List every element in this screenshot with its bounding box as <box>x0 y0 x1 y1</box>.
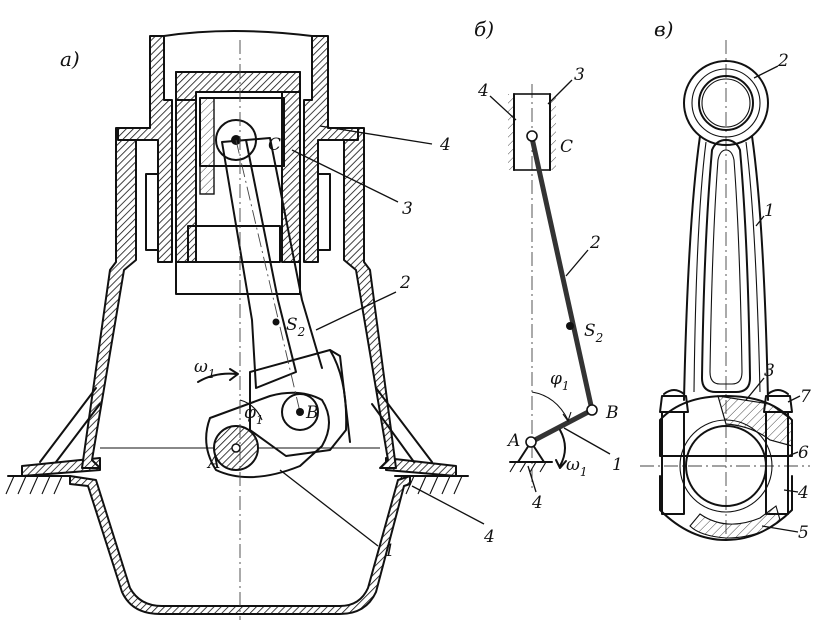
label-1-a: 1 <box>384 541 395 561</box>
label-omega1-a: ω1 <box>194 357 216 381</box>
leader-1-b <box>563 427 611 455</box>
guide-body <box>175 261 301 295</box>
leader-3-b <box>547 79 573 105</box>
guide-block <box>187 225 281 263</box>
panel-b-kinematic-scheme: б) 4 3 C 2 S2 φ1 B A ω1 1 4 <box>474 17 623 513</box>
joint-C-b <box>526 130 538 142</box>
link-2-b <box>529 135 595 413</box>
guide-hatch-left-b <box>508 94 514 170</box>
label-1-c: 1 <box>764 201 775 221</box>
label-C-a: C <box>268 135 281 155</box>
angle-phi1-arc-a <box>239 399 263 421</box>
jacket-cavity-left <box>145 173 159 251</box>
leader-2-a <box>315 291 397 331</box>
strut-right <box>371 387 433 463</box>
point-B-a <box>296 408 304 416</box>
bolt-left <box>659 389 689 515</box>
label-3-c: 3 <box>764 361 775 381</box>
label-2-c: 2 <box>777 51 789 71</box>
leader-4-c <box>783 489 799 493</box>
panel-c-connecting-rod: в) 2 1 3 7 6 4 5 <box>640 17 811 543</box>
label-S2-b: S2 <box>584 321 603 345</box>
label-phi1-a: φ1 <box>244 403 264 427</box>
leader-3-a <box>291 149 399 203</box>
label-C-b: C <box>560 137 573 157</box>
pin-B-circle <box>281 393 319 431</box>
rod-shank-slot <box>701 139 751 393</box>
label-B-b: B <box>605 403 619 423</box>
leader-1-c <box>755 215 765 227</box>
label-2-b: 2 <box>589 233 601 253</box>
leader-2-c <box>753 65 779 79</box>
panel-a-engine-section: а) C S2 B A φ1 ω1 3 2 1 4 4 <box>5 30 495 620</box>
leader-4-top-a <box>319 125 433 145</box>
point-S2-a <box>272 318 280 326</box>
leader-4-bottom-a <box>411 485 485 525</box>
label-phi1-b: φ1 <box>550 369 570 393</box>
cylinder-head <box>175 71 301 101</box>
label-4-bottom-b: 4 <box>531 493 543 513</box>
axis-rod-a <box>235 139 301 413</box>
label-B-a: B <box>305 403 319 423</box>
oil-pan <box>69 475 411 615</box>
leader-7-c <box>787 395 801 403</box>
label-3-b: 3 <box>574 65 585 85</box>
leader-6-c <box>787 451 799 457</box>
guide-hatch-right-b <box>550 94 556 170</box>
leader-2-b <box>565 249 589 277</box>
top-break-line <box>163 30 313 37</box>
panel-b-tag: б) <box>474 17 494 41</box>
label-1-b: 1 <box>612 455 623 475</box>
leader-5-c <box>761 525 799 533</box>
ground-hatch-left <box>5 475 71 495</box>
panel-c-tag: в) <box>654 17 673 41</box>
crankcase-wall-right <box>343 127 397 469</box>
omega1-arrow-b <box>559 429 566 467</box>
point-S2-b <box>566 322 574 330</box>
label-6-c: 6 <box>798 443 809 463</box>
joint-B-b <box>586 404 598 416</box>
point-A-a <box>231 443 241 453</box>
label-A-b: A <box>506 431 520 451</box>
slider-3-hatch <box>199 97 215 195</box>
label-A-a: A <box>206 453 220 473</box>
big-end-bore <box>685 425 767 507</box>
label-5-c: 5 <box>798 523 809 543</box>
label-S2-a: S2 <box>286 315 305 339</box>
small-end-outer <box>683 60 769 146</box>
leader-1-a <box>279 469 379 547</box>
label-4-top-b: 4 <box>477 81 489 101</box>
label-omega1-b: ω1 <box>566 455 588 479</box>
omega1-arrow-a <box>197 372 237 383</box>
link-1-b <box>528 407 595 445</box>
label-4-c: 4 <box>797 483 809 503</box>
label-4-top-a: 4 <box>439 135 451 155</box>
flange-left <box>21 457 101 477</box>
label-7-c: 7 <box>800 387 811 407</box>
crankcase-wall-left <box>81 127 137 469</box>
jacket-cavity-right <box>317 173 331 251</box>
strut-left <box>39 387 101 463</box>
small-end-bore <box>698 75 754 131</box>
label-3-a: 3 <box>402 199 413 219</box>
cap-hatched-section <box>689 505 781 539</box>
leader-4-bottom-b <box>527 465 537 493</box>
angle-phi1-arc-b <box>531 391 569 421</box>
leader-3-c <box>745 377 765 401</box>
pin-C-circle <box>215 119 257 161</box>
label-4-bottom-a: 4 <box>483 527 495 547</box>
label-2-a: 2 <box>399 273 411 293</box>
panel-a-tag: а) <box>60 47 80 71</box>
rod-shank-outer <box>683 135 769 401</box>
leader-4-top-b <box>489 95 517 121</box>
joint-A-b <box>525 436 537 448</box>
